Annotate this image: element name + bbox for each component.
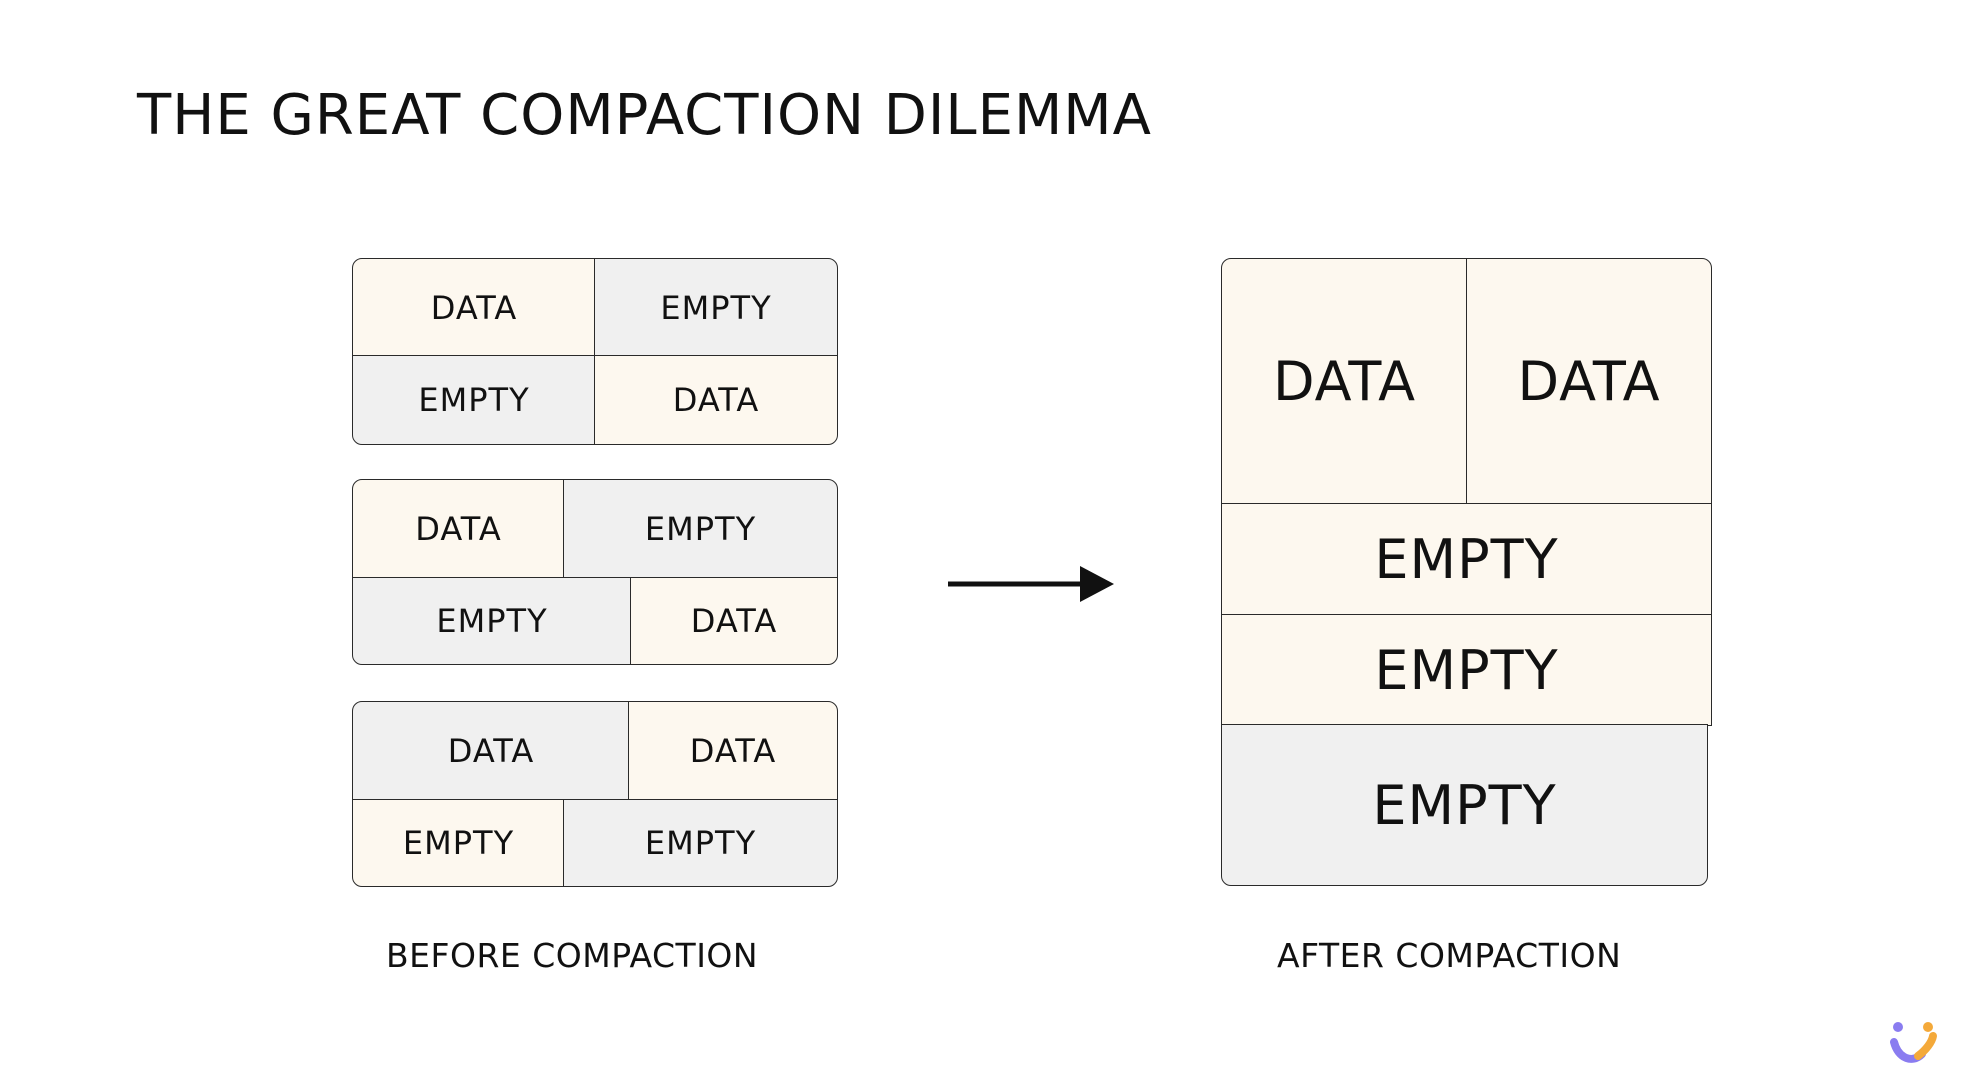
after-caption: AFTER COMPACTION: [1277, 936, 1622, 975]
before-group-3-cell-1: DATA: [352, 701, 630, 801]
before-group-1-cell-4: DATA: [594, 355, 838, 445]
before-group-1-cell-3: EMPTY: [352, 355, 596, 445]
after-block-4: EMPTY: [1221, 614, 1712, 726]
before-group-1-cell-1: DATA: [352, 258, 596, 357]
after-block-3: EMPTY: [1221, 503, 1712, 616]
after-block-1: DATA: [1221, 258, 1468, 505]
before-group-2-cell-3: EMPTY: [352, 577, 632, 665]
brand-logo-icon: [1890, 1022, 1937, 1063]
before-caption: BEFORE COMPACTION: [386, 936, 759, 975]
before-group-2-cell-1: DATA: [352, 479, 565, 579]
before-group-1-cell-2: EMPTY: [594, 258, 838, 357]
before-group-3-cell-2: DATA: [628, 701, 838, 801]
after-block-2: DATA: [1466, 258, 1712, 505]
before-group-2-cell-4: DATA: [630, 577, 838, 665]
before-group-3-cell-3: EMPTY: [352, 799, 565, 887]
before-group-3-cell-4: EMPTY: [563, 799, 838, 887]
diagram-title: THE GREAT COMPACTION DILEMMA: [137, 83, 1152, 148]
after-block-5: EMPTY: [1221, 724, 1708, 886]
before-group-2-cell-2: EMPTY: [563, 479, 838, 579]
arrow-right-icon: [948, 566, 1114, 602]
